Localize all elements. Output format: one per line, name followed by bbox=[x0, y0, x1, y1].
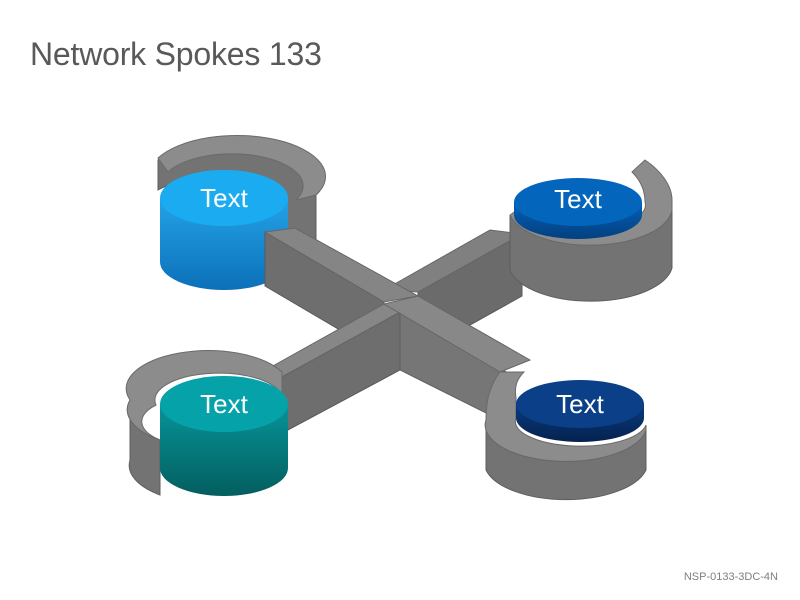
slide-code: NSP-0133-3DC-4N bbox=[683, 571, 778, 583]
node-cylinder-3[interactable]: Text bbox=[160, 376, 288, 496]
node-2-top bbox=[514, 178, 642, 226]
node-1-label: Text bbox=[200, 183, 248, 213]
node-cylinder-2[interactable]: Text bbox=[514, 178, 642, 239]
node-3-top bbox=[160, 376, 288, 432]
node-cylinder-1[interactable]: Text bbox=[160, 170, 288, 290]
node-cylinder-4[interactable]: Text bbox=[516, 380, 644, 442]
page-title: Network Spokes 133 bbox=[30, 36, 322, 72]
node-4-top bbox=[516, 380, 644, 428]
node-2-label: Text bbox=[554, 184, 602, 214]
spoke-arm-bottom-right bbox=[382, 295, 532, 426]
node-4-label: Text bbox=[556, 389, 604, 419]
node-1-top bbox=[160, 170, 288, 226]
ring-bottom-right bbox=[484, 371, 647, 501]
node-3-label: Text bbox=[200, 389, 248, 419]
